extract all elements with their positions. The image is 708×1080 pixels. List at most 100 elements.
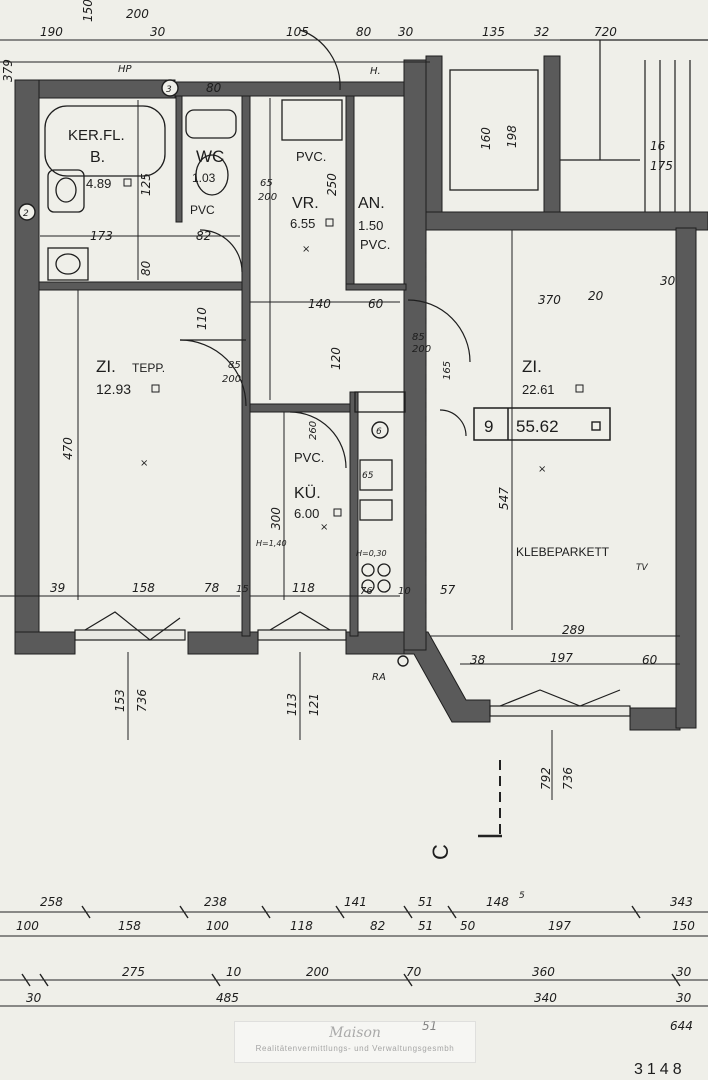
dim-door-120: 120: [329, 347, 343, 370]
dim-bath-h2: 125: [139, 173, 153, 196]
dimension-ticks: [21, 905, 681, 987]
shaft: [281, 99, 343, 141]
entry-floor: PVC.: [360, 237, 390, 252]
dim-top-5: 80: [356, 25, 372, 39]
dim-right-h: 547: [497, 487, 511, 510]
dim-below-right-1: 792: [539, 767, 553, 790]
dim-bath-w2: 82: [196, 229, 211, 243]
page-fragment: 3148: [634, 1061, 686, 1078]
dim-hall-w: 140: [308, 297, 331, 311]
door-kitchen: [289, 411, 347, 469]
dim-r-20: 20: [588, 289, 604, 303]
dim-row5-1: 51: [422, 1019, 437, 1033]
dim-row3-4: 70: [406, 965, 422, 979]
dim-row3-1: 275: [122, 965, 145, 979]
dim-row2-3: 100: [206, 919, 229, 933]
wall-bottom-b: [187, 631, 259, 655]
watermark-subtitle: Realitätenvermittlungs- und Verwaltungsg…: [255, 1044, 455, 1053]
door-swings: [179, 29, 471, 469]
room-right-name: ZI.: [522, 357, 542, 376]
wall-center: [403, 59, 427, 651]
dim-top-3: 30: [150, 25, 166, 39]
dim-row4-3: 340: [534, 991, 557, 1005]
dim-hall-w2: 60: [368, 297, 384, 311]
dim-row1-4: 51: [418, 895, 433, 909]
room-left-floor: TEPP.: [132, 361, 165, 375]
wall-right: [675, 227, 697, 729]
dim-top-6: 30: [398, 25, 414, 39]
wall-bay-right: [629, 707, 681, 731]
room-center-marks: × × × ×: [140, 244, 546, 533]
dim-row2-2: 158: [118, 919, 141, 933]
dim-wc-w: 65: [260, 178, 273, 189]
flat-area-box: [473, 407, 611, 441]
dim-row4-4: 30: [676, 991, 692, 1005]
door-left-room: [179, 339, 247, 407]
ventilation: [354, 391, 406, 413]
ra-label: RA: [372, 672, 386, 683]
wall-an-bottom: [345, 283, 407, 291]
wall-stair-left: [425, 55, 443, 229]
dim-row3-3: 200: [306, 965, 329, 979]
window-kitchen: [257, 629, 347, 641]
dim-win-9: 289: [562, 623, 585, 637]
dim-win-3: 78: [204, 581, 220, 595]
dim-r-165: 165: [442, 361, 453, 380]
wall-kitchen-top: [249, 403, 351, 413]
flat-total-area: 55.62: [516, 417, 559, 436]
entry-name: AN.: [358, 195, 385, 212]
dim-win2-3: 60: [642, 653, 658, 667]
wc-basin: [185, 109, 237, 139]
room-labels: KER.FL. B. 4.89 WC 1.03 PVC PVC. VR. 6.5…: [68, 127, 610, 559]
door-right-room: [407, 299, 471, 363]
ra-point: [397, 655, 409, 667]
room-left-area: 12.93: [96, 381, 131, 397]
dim-row1-6: 343: [670, 895, 693, 909]
mark-left: ×: [140, 458, 148, 469]
entry-area: 1.50: [358, 218, 383, 233]
dim-top-1: 190: [40, 25, 63, 39]
dim-row2-7: 50: [460, 919, 476, 933]
dim-door-200: 200: [222, 374, 241, 385]
wall-bath-bottom: [38, 281, 250, 291]
dim-row1-3: 141: [344, 895, 367, 909]
dim-top-small-2: 200: [126, 7, 149, 21]
dim-win-2: 158: [132, 581, 155, 595]
bath-fixtures: [44, 69, 539, 593]
mark-right: ×: [538, 464, 546, 475]
wall-wc-left: [175, 95, 183, 223]
mark-hall: ×: [302, 244, 310, 255]
circle-2-label: 2: [23, 209, 29, 219]
dim-row1-sup: 5: [519, 891, 525, 901]
kitchen-floor: PVC.: [294, 450, 324, 465]
wc-floor: PVC: [190, 203, 215, 217]
dim-row2-4: 118: [290, 919, 313, 933]
dim-below-right-2: 736: [561, 767, 575, 790]
window-left: [74, 629, 186, 641]
dim-r-30: 30: [660, 274, 676, 288]
dim-row1-5: 148: [486, 895, 509, 909]
dim-win-5: 118: [292, 581, 315, 595]
dim-left-h: 470: [61, 437, 75, 460]
dim-stair-c: 16: [650, 139, 666, 153]
bath-area: 4.89: [86, 176, 111, 191]
room-right-area: 22.61: [522, 382, 555, 397]
dim-bath-w: 173: [90, 229, 113, 243]
dim-door-85: 85: [228, 360, 241, 371]
door-entry: [299, 29, 341, 91]
dim-door-110: 110: [195, 307, 209, 330]
windows: [74, 611, 631, 717]
kitchen-area: 6.00: [294, 506, 319, 521]
tv-label: TV: [636, 563, 648, 573]
dimension-lines: [0, 39, 708, 1007]
dim-below-mid-1: 113: [285, 693, 299, 716]
kitchen-name: KÜ.: [294, 484, 321, 502]
reference-circles: [18, 79, 409, 667]
wall-left: [14, 79, 40, 641]
wall-kitchen-right: [349, 391, 359, 637]
dim-row2-8: 197: [548, 919, 571, 933]
h-sink-label: H=0,30: [356, 549, 387, 558]
door-bath: [199, 229, 243, 273]
